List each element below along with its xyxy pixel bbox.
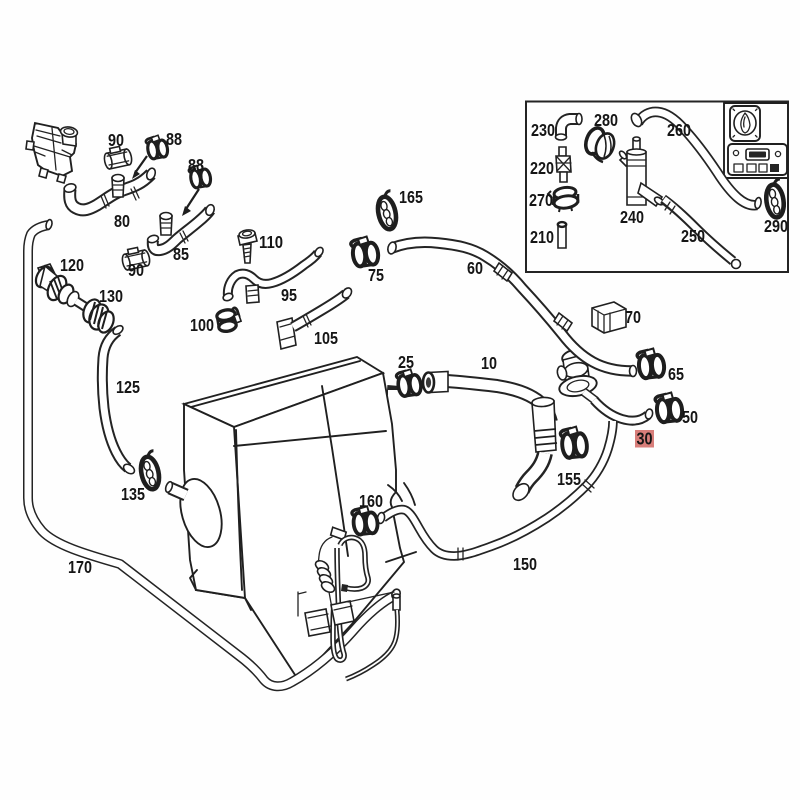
- svg-text:105: 105: [314, 328, 338, 348]
- svg-text:75: 75: [368, 265, 384, 285]
- svg-text:230: 230: [531, 120, 555, 140]
- svg-text:150: 150: [513, 554, 537, 574]
- svg-text:220: 220: [530, 158, 554, 178]
- svg-text:10: 10: [481, 353, 497, 373]
- svg-text:65: 65: [668, 364, 684, 384]
- svg-text:135: 135: [121, 484, 145, 504]
- svg-text:85: 85: [173, 244, 189, 264]
- svg-text:270: 270: [529, 190, 553, 210]
- svg-text:210: 210: [530, 227, 554, 247]
- svg-text:155: 155: [557, 469, 581, 489]
- svg-text:25: 25: [398, 352, 414, 372]
- svg-text:290: 290: [764, 216, 788, 236]
- svg-text:60: 60: [467, 258, 483, 278]
- svg-text:70: 70: [625, 307, 641, 327]
- svg-text:90: 90: [128, 260, 144, 280]
- svg-text:130: 130: [99, 286, 123, 306]
- svg-text:100: 100: [190, 315, 214, 335]
- svg-text:165: 165: [399, 187, 423, 207]
- svg-text:30: 30: [637, 429, 653, 449]
- svg-text:95: 95: [281, 285, 297, 305]
- svg-text:260: 260: [667, 120, 691, 140]
- svg-text:120: 120: [60, 255, 84, 275]
- svg-text:80: 80: [114, 211, 130, 231]
- svg-text:88: 88: [188, 155, 204, 175]
- svg-text:250: 250: [681, 226, 705, 246]
- svg-text:110: 110: [259, 232, 283, 252]
- svg-text:88: 88: [166, 129, 182, 149]
- svg-text:170: 170: [68, 557, 92, 577]
- svg-text:160: 160: [359, 491, 383, 511]
- svg-text:280: 280: [594, 110, 618, 130]
- svg-text:240: 240: [620, 207, 644, 227]
- svg-text:90: 90: [108, 130, 124, 150]
- svg-text:50: 50: [682, 407, 698, 427]
- svg-text:125: 125: [116, 377, 140, 397]
